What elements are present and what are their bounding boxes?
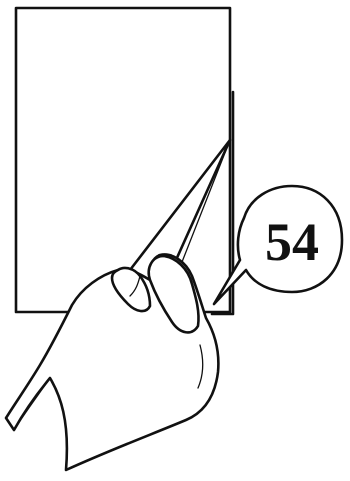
hand bbox=[6, 254, 218, 470]
paper-sheet bbox=[16, 8, 230, 312]
reference-numeral: 54 bbox=[265, 212, 319, 272]
